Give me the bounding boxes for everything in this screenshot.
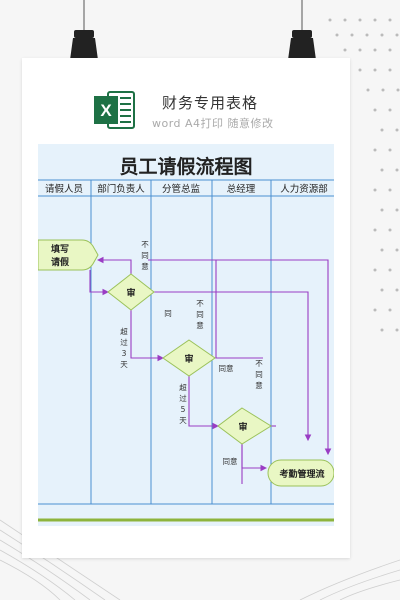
flowchart-title: 员工请假流程图 <box>119 156 253 178</box>
node-gm-review-label: 审 <box>238 421 247 433</box>
label-disagree-1c: 意 <box>141 261 149 271</box>
template-card: X 财务专用表格 word A4打印 随意修改 员工请假流程图 请假人员 部门 <box>22 58 350 558</box>
node-dept-review-label: 审 <box>126 287 135 299</box>
node-director-review: 审 <box>162 339 216 377</box>
template-subtitle: word A4打印 随意修改 <box>152 117 274 130</box>
excel-icon: X <box>94 91 135 129</box>
label-over3-4: 天 <box>120 360 128 369</box>
leave-flowchart: 请假人员 部门负责人 分管总监 总经理 人力资源部 <box>38 179 334 522</box>
label-over5-3: 5 <box>181 405 186 414</box>
label-over5-4: 天 <box>179 416 187 425</box>
node-fill-request: 填写 请假 <box>38 239 99 271</box>
label-over5-1: 超 <box>179 383 187 392</box>
label-over3-1: 超 <box>120 327 128 336</box>
lane-label-director: 分管总监 <box>162 183 201 195</box>
lane-label-hr: 人力资源部 <box>280 183 328 195</box>
node-fill-request-line2: 请假 <box>51 256 70 268</box>
label-agree-3: 同意 <box>223 456 238 466</box>
template-title: 财务专用表格 <box>162 94 259 112</box>
label-agree-2: 同意 <box>219 363 234 373</box>
label-over5-2: 过 <box>179 393 187 403</box>
node-gm-review: 审 <box>217 407 272 445</box>
label-over3-2: 过 <box>120 337 128 347</box>
label-disagree-2a: 不 <box>196 299 204 308</box>
lane-label-applicant: 请假人员 <box>45 183 83 195</box>
node-director-review-label: 审 <box>184 353 193 365</box>
spreadsheet-preview: 员工请假流程图 请假人员 部门负责人 分管总监 总经理 人力资源部 <box>38 144 334 526</box>
label-disagree-2c: 意 <box>196 320 204 330</box>
label-disagree-1b: 同 <box>141 251 149 260</box>
excel-icon-letter: X <box>100 101 112 120</box>
label-disagree-3c: 意 <box>255 380 263 390</box>
label-disagree-3a: 不 <box>255 359 263 368</box>
label-disagree-3b: 同 <box>255 370 263 379</box>
node-fill-request-line1: 填写 <box>51 243 69 255</box>
label-disagree-1a: 不 <box>141 240 149 249</box>
node-dept-review: 审 <box>107 273 155 311</box>
label-disagree-2b: 同 <box>196 310 204 319</box>
label-agree-1: 同 <box>164 309 172 318</box>
node-attendance: 考勤管理流 <box>267 459 334 487</box>
node-attendance-label: 考勤管理流 <box>279 468 324 480</box>
lane-label-gm: 总经理 <box>227 183 256 195</box>
lane-label-dept-head: 部门负责人 <box>97 183 145 195</box>
label-over3-3: 3 <box>122 349 127 358</box>
